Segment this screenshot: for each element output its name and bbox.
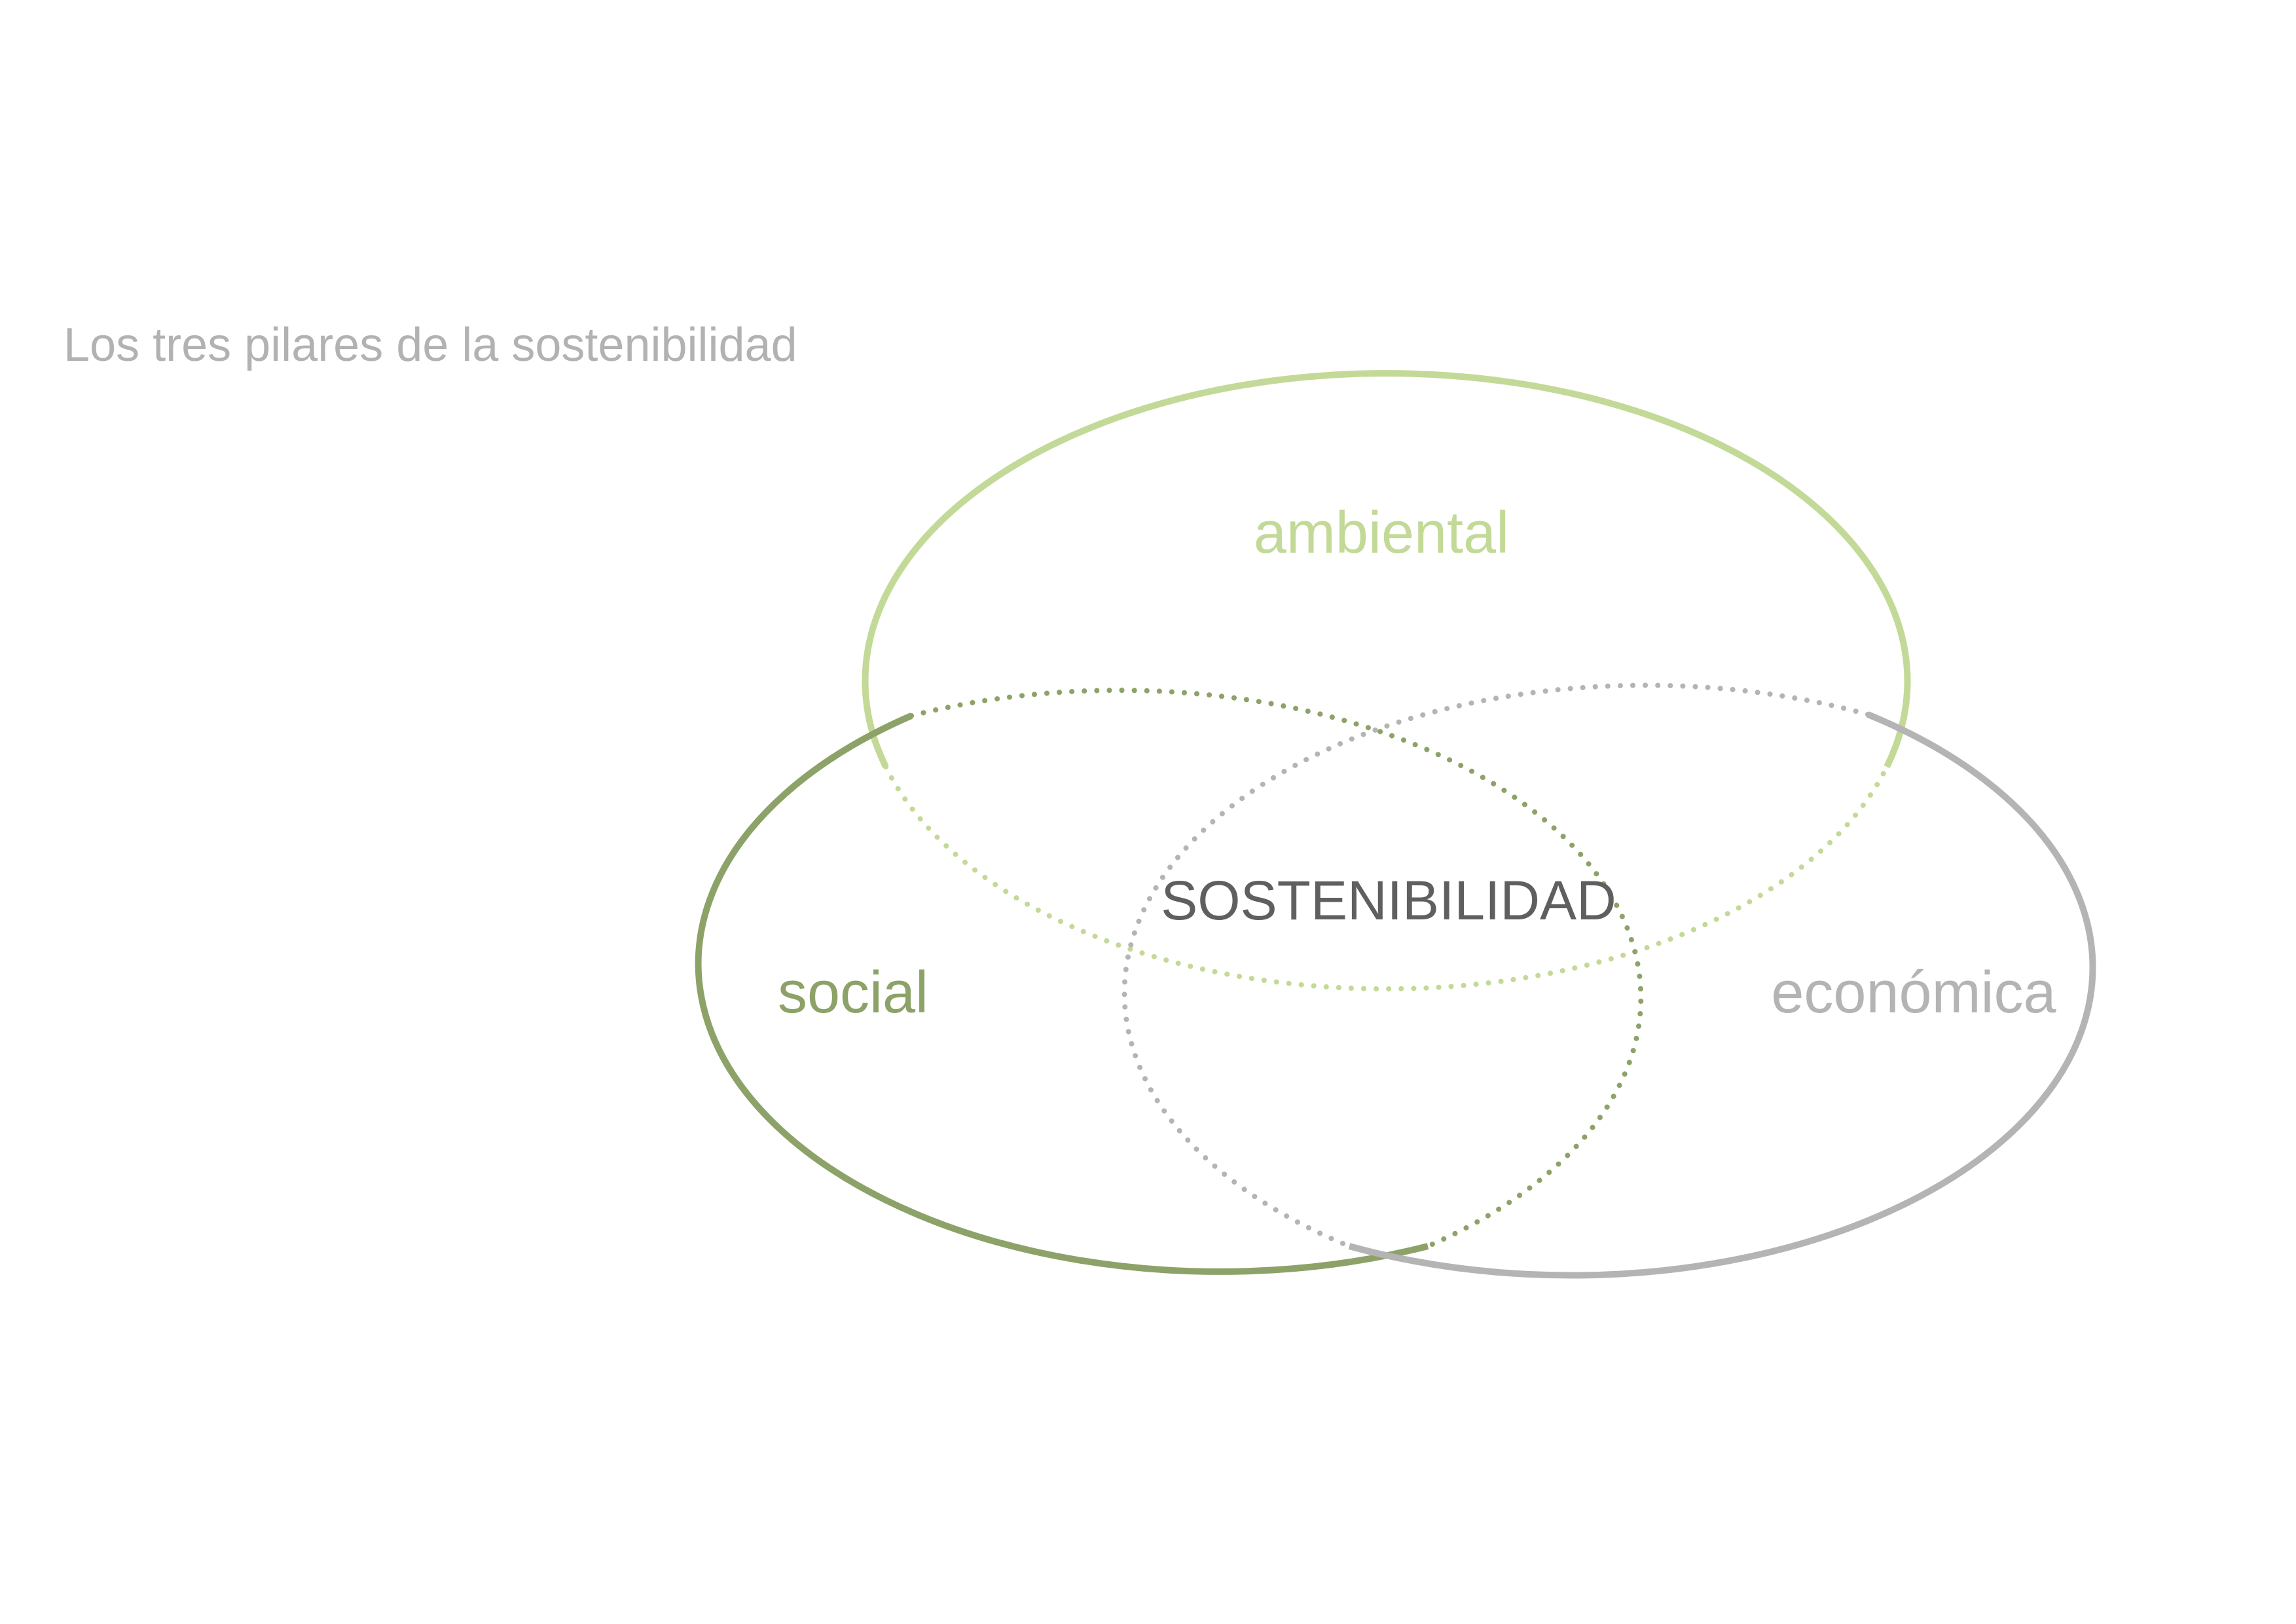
economica-ellipse-solid-arc xyxy=(1348,711,2096,1279)
ambiental-ellipse-solid-arc xyxy=(862,370,1911,769)
ambiental-ellipse xyxy=(862,370,1911,992)
social-ellipse-solid-arc xyxy=(695,712,1429,1275)
economica-ellipse-dotted-arc xyxy=(1121,682,1870,1249)
social-ellipse xyxy=(695,688,1644,1275)
ambiental-ellipse-dotted-arc xyxy=(883,764,1889,992)
social-ellipse-dotted-arc xyxy=(909,688,1644,1249)
economica-label: económica xyxy=(1771,960,2056,1025)
diagram-title: Los tres pilares de la sostenibilidad xyxy=(64,319,797,371)
center-label: SOSTENIBILIDAD xyxy=(1161,870,1616,931)
ambiental-label: ambiental xyxy=(1254,500,1509,566)
economica-ellipse xyxy=(1121,682,2096,1279)
social-label: social xyxy=(778,960,928,1025)
